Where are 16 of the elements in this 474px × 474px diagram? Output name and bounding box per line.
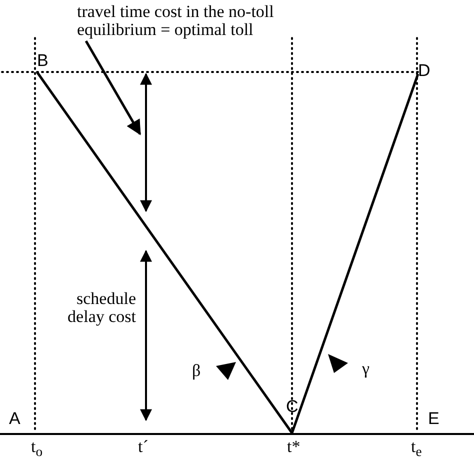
leader-arrow xyxy=(84,40,142,136)
axis-tick-label: t* xyxy=(287,438,300,456)
axis-tick-label: t´ xyxy=(138,438,148,456)
annotation-text: schedule delay cost xyxy=(66,290,136,326)
axis-tick-label: t$_{e}$ xyxy=(411,438,422,460)
point-label: C xyxy=(286,398,298,433)
cost-line xyxy=(290,74,420,434)
slope-label: β xyxy=(192,362,201,380)
cost-line xyxy=(36,71,294,434)
axis-tick-label: t$_{o}$ xyxy=(31,438,43,460)
point-label: A xyxy=(9,410,20,428)
point-label: E xyxy=(428,410,440,428)
point-label: B xyxy=(37,52,51,72)
slope-label: γ xyxy=(362,360,370,378)
point-label: D xyxy=(418,62,434,82)
callout-text: travel time cost in the no-toll equilibrium = optimal toll xyxy=(77,3,317,41)
